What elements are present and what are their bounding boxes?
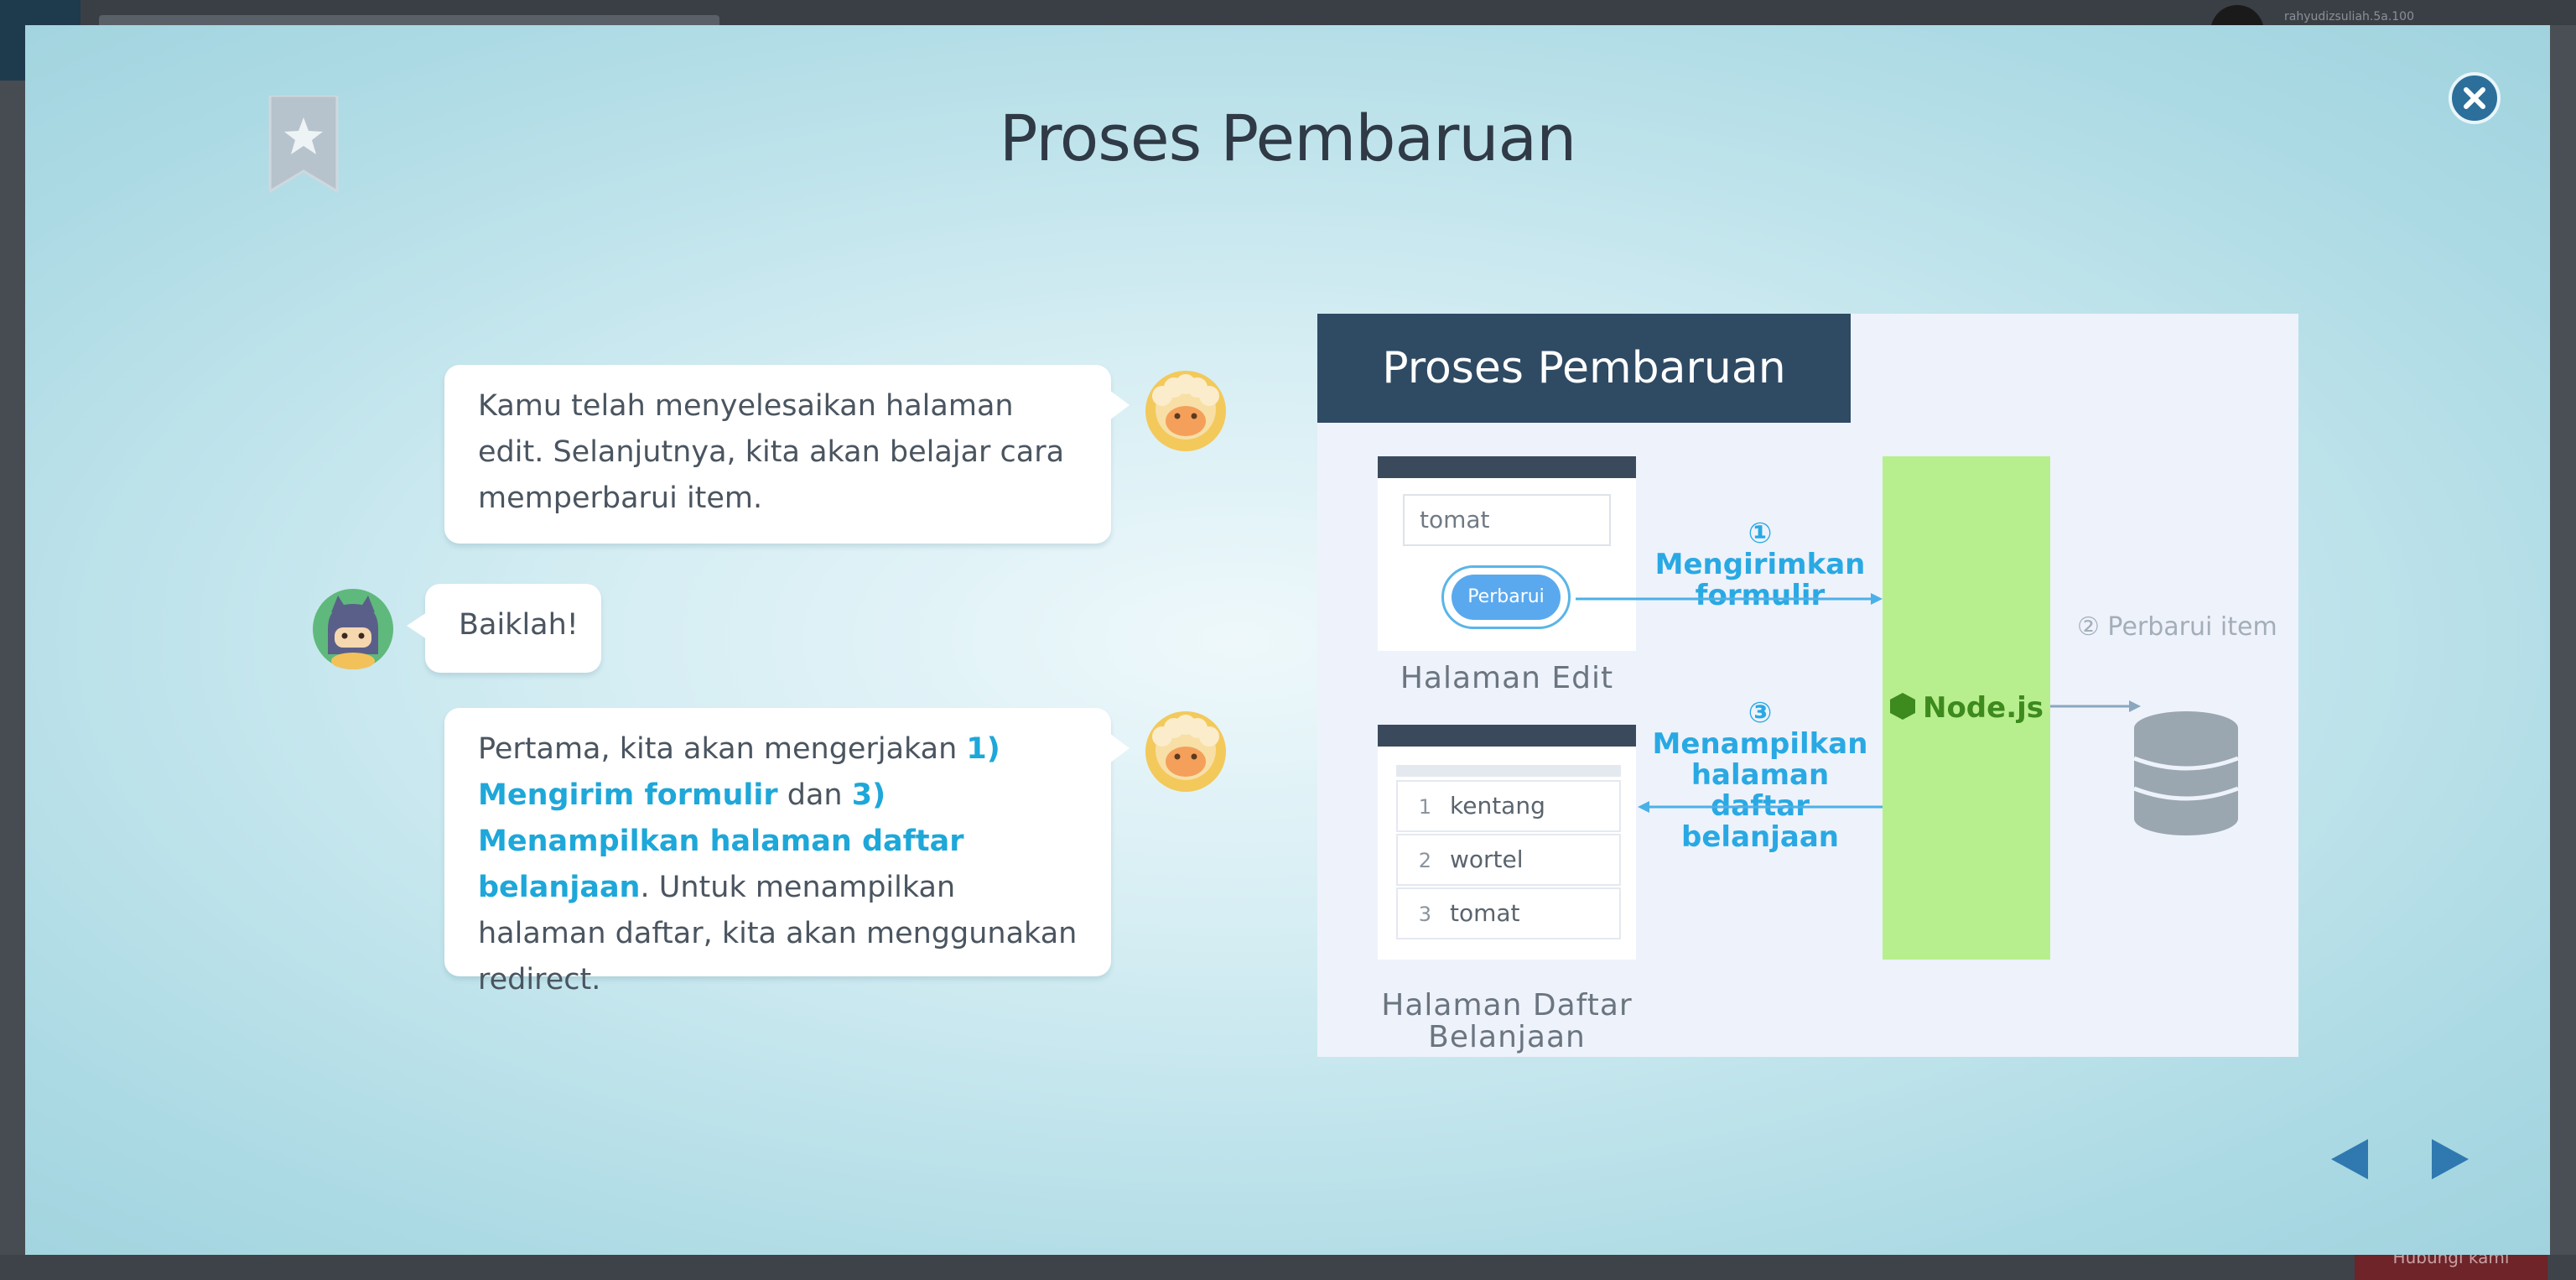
close-button[interactable] [2449,72,2501,124]
chat-bubble-sheep-2: Pertama, kita akan mengerjakan 1) Mengir… [444,708,1130,996]
diagram-header: Proses Pembaruan [1317,314,1851,423]
window-titlebar [1378,456,1636,478]
edit-page-window: tomat Perbarui [1378,456,1636,651]
chat-text: Baiklah! [459,608,579,642]
sheep-avatar [1145,371,1226,451]
sheep-avatar [1145,711,1226,792]
step2-label: ② Perbarui item [2077,612,2277,642]
chat-bubble-sheep-1: Kamu telah menyelesaikan halaman edit. S… [444,365,1130,544]
bookmark-star-icon [268,94,339,194]
background-left-panel [0,81,25,1255]
chat-text-plain: dan [777,778,852,812]
background-user-name: rahyudizsuliah.5a.100 [2284,10,2414,23]
update-button-ring [1441,565,1571,629]
background-footer [0,1255,2576,1280]
chat-text-plain: Pertama, kita akan mengerjakan [478,732,967,766]
prev-slide-button[interactable] [2329,1137,2370,1184]
nodejs-label: Node.js [1883,691,2050,725]
list-page-caption: Halaman Daftar Belanjaan [1381,988,1633,1054]
step1-label: ① Mengirimkan formulir [1654,517,1866,612]
lesson-modal: Proses Pembaruan Kamu telah menyelesaika… [25,25,2550,1255]
chat-text: Kamu telah menyelesaikan halaman edit. S… [478,389,1065,515]
nodejs-hex-icon [1889,693,1915,720]
bookmark-button[interactable] [268,94,339,194]
chat-highlight-step1: 1) Mengirim formulir [478,732,1000,812]
chat-highlight-step3: 3) Menampilkan halaman daftar belanjaan [478,778,964,904]
edit-page-caption: Halaman Edit [1400,661,1614,695]
update-process-diagram: Proses Pembaruan tomat Perbarui Halaman … [1317,314,2298,1057]
diagram-arrows [1576,593,2141,813]
database-icon [2133,711,2239,835]
window-titlebar [1378,725,1636,747]
chat-bubble-ninja: Baiklah! [407,584,601,673]
next-slide-button[interactable] [2430,1137,2470,1184]
edit-item-input: tomat [1403,494,1611,546]
arrow-left-icon [2331,1139,2368,1179]
close-icon [2464,87,2485,109]
diagram-header-title: Proses Pembaruan [1382,343,1786,393]
lesson-title: Proses Pembaruan [999,101,1577,175]
list-header [1396,765,1621,777]
chat-text-plain: . Untuk menampilkan halaman daftar, kita… [478,871,1078,996]
ninja-avatar [313,589,393,669]
update-button: Perbarui [1452,575,1561,620]
arrow-right-icon [2432,1139,2469,1179]
